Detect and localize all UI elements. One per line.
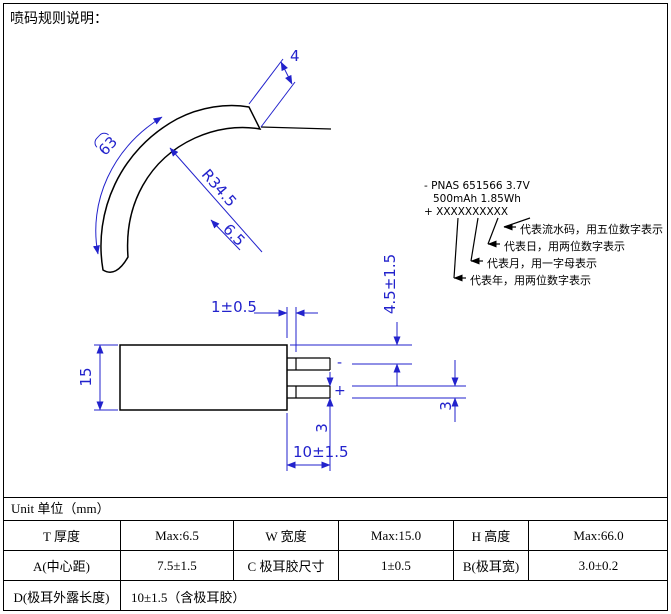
annotation-year: 代表年，用两位数字表示: [470, 275, 591, 287]
table-row-exposed: D(极耳外露长度) 10±1.5（含极耳胶）: [3, 581, 668, 611]
marking-line-code: + XXXXXXXXXX: [424, 206, 509, 218]
cell-height-label: H 高度: [454, 521, 529, 550]
negative-terminal-mark: -: [337, 355, 343, 371]
marking-line-capacity: 500mAh 1.85Wh: [433, 193, 521, 205]
cell-width-label: W 宽度: [234, 521, 339, 550]
marking-leader-lines: [453, 217, 531, 282]
cell-center-dist-label: A(中心距): [3, 551, 121, 580]
cell-center-dist-value: 7.5±1.5: [121, 551, 234, 580]
annotation-serial: 代表流水码，用五位数字表示: [520, 224, 663, 236]
side-battery-view: [94, 307, 466, 471]
curved-battery-view: [92, 58, 332, 273]
annotation-day: 代表日，用两位数字表示: [504, 241, 625, 253]
annotation-month: 代表月，用一字母表示: [487, 258, 597, 270]
dim-tab-width-bottom: 3: [313, 423, 331, 433]
cell-width-value: Max:15.0: [339, 521, 454, 550]
marking-line-model: - PNAS 651566 3.7V: [424, 180, 530, 192]
positive-terminal-mark: +: [334, 383, 346, 399]
spec-table: Unit 单位（mm） T 厚度 Max:6.5 W 宽度 Max:15.0 H…: [3, 497, 668, 611]
table-unit-header: Unit 单位（mm）: [3, 498, 668, 521]
cell-thickness-value: Max:6.5: [121, 521, 234, 550]
dim-seal-width: 4: [290, 47, 300, 65]
table-row-max: T 厚度 Max:6.5 W 宽度 Max:15.0 H 高度 Max:66.0: [3, 521, 668, 551]
cell-exposed-value: 10±1.5（含极耳胶）: [131, 589, 246, 605]
page-title: 喷码规则说明：: [10, 12, 108, 27]
cell-glue-label: C 极耳胶尺寸: [234, 551, 339, 580]
cell-height-value: Max:66.0: [573, 527, 624, 543]
dim-tab-length: 10±1.5: [293, 443, 349, 461]
cell-tab-width-value: 3.0±0.2: [578, 557, 619, 573]
drawing-frame-border: [3, 3, 668, 611]
cell-exposed-label: D(极耳外露长度): [3, 581, 121, 611]
dim-body-width: 15: [77, 367, 95, 387]
dim-tab-width-right: 3: [437, 401, 455, 411]
curved-tab-line: [260, 126, 332, 130]
table-row-tabs: A(中心距) 7.5±1.5 C 极耳胶尺寸 1±0.5 B(极耳宽) 3.0±…: [3, 551, 668, 581]
dim-tab-glue: 1±0.5: [211, 298, 257, 316]
cell-thickness-label: T 厚度: [3, 521, 121, 550]
cell-tab-width-label: B(极耳宽): [454, 551, 529, 580]
dim-tab-offset: 4.5±1.5: [381, 253, 399, 315]
cell-glue-value: 1±0.5: [339, 551, 454, 580]
